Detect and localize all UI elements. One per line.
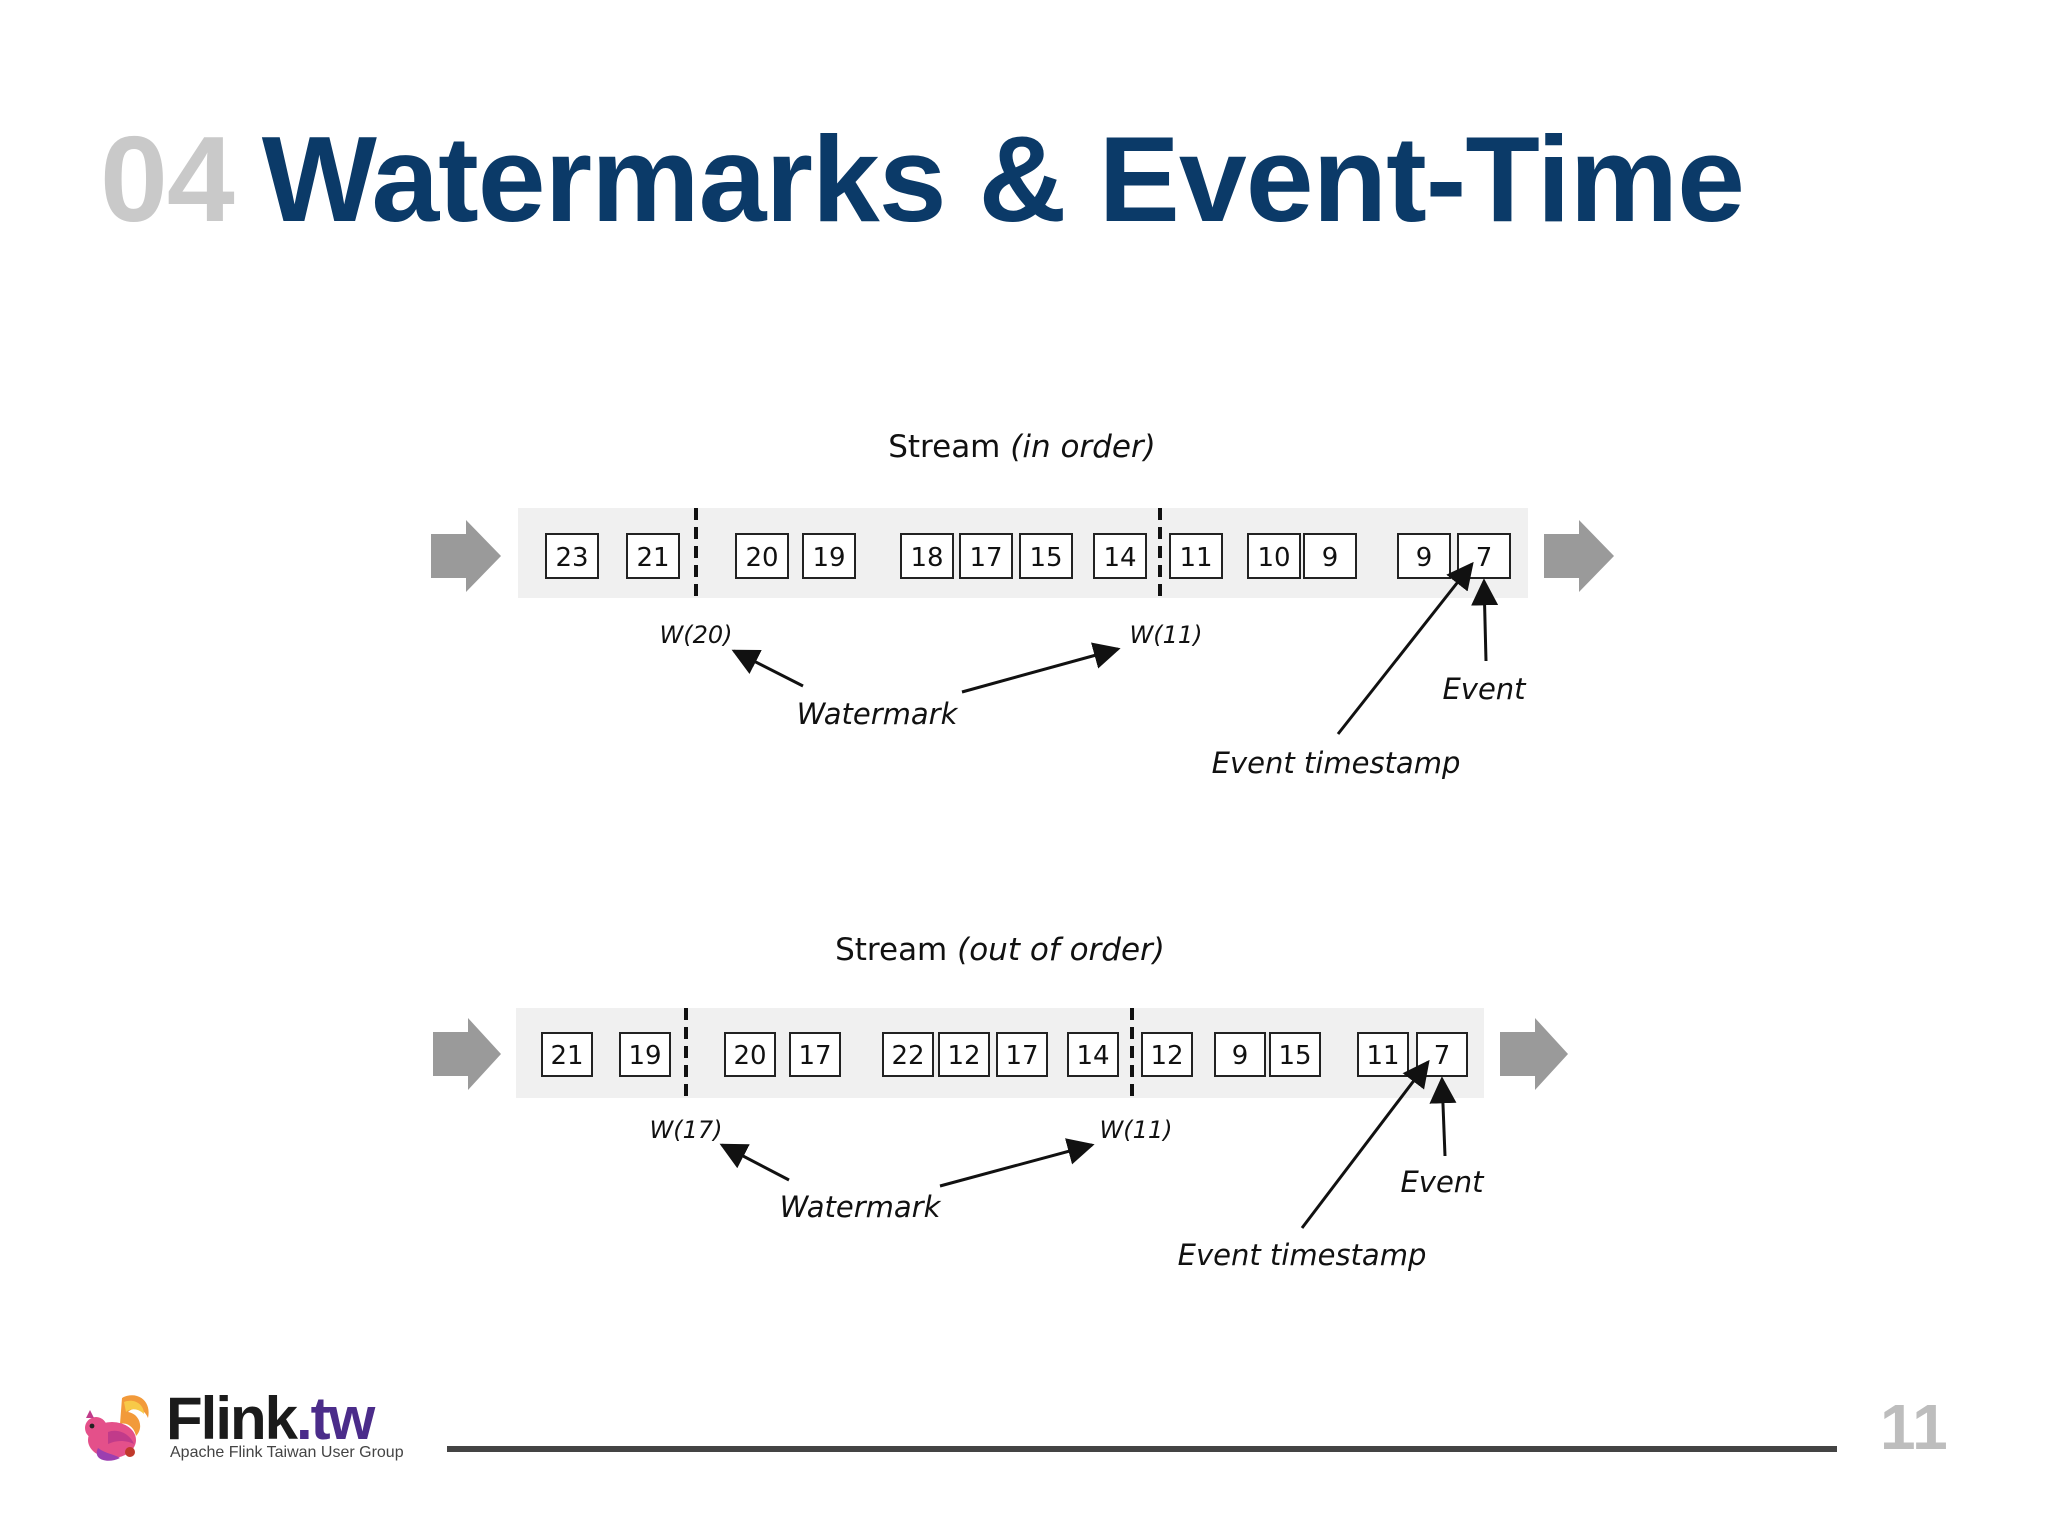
- watermark-label: W(17): [650, 1116, 723, 1144]
- footer-divider: [447, 1446, 1837, 1452]
- svg-text:20: 20: [745, 543, 778, 573]
- svg-text:14: 14: [1103, 543, 1136, 573]
- stream-title: Stream (in order): [888, 429, 1156, 465]
- event-box: 9: [1303, 533, 1357, 579]
- flink-tw-logo: Flink.tw Apache Flink Taiwan User Group: [78, 1385, 408, 1470]
- svg-text:23: 23: [555, 543, 588, 573]
- timestamp-arrow: [1336, 561, 1474, 735]
- flow-in-arrow-icon: [433, 1018, 501, 1090]
- svg-text:9: 9: [1322, 543, 1339, 573]
- event-box: 17: [959, 533, 1013, 579]
- logo-subtitle: Apache Flink Taiwan User Group: [170, 1444, 404, 1461]
- event-box: 11: [1357, 1032, 1409, 1077]
- watermark-annotation: Watermark: [797, 697, 959, 731]
- event-box: 21: [541, 1032, 593, 1077]
- event-arrow: [1471, 578, 1499, 662]
- slide-heading: Watermarks & Event-Time: [261, 111, 1745, 247]
- svg-text:21: 21: [636, 543, 669, 573]
- event-box: 19: [619, 1032, 671, 1077]
- event-box: 17: [996, 1032, 1048, 1077]
- event-box: 9: [1397, 533, 1451, 579]
- svg-text:10: 10: [1257, 543, 1290, 573]
- timestamp-arrow: [1300, 1059, 1430, 1229]
- watermark-label: W(20): [660, 621, 733, 649]
- watermark-label: W(11): [1130, 621, 1203, 649]
- svg-text:11: 11: [1366, 1041, 1399, 1071]
- flow-out-arrow-icon: [1500, 1018, 1568, 1090]
- svg-text:17: 17: [1005, 1041, 1038, 1071]
- event-box: 14: [1093, 533, 1147, 579]
- event-box: 12: [1141, 1032, 1193, 1077]
- svg-text:17: 17: [798, 1041, 831, 1071]
- svg-text:17: 17: [969, 543, 1002, 573]
- event-box: 19: [802, 533, 856, 579]
- event-box: 17: [789, 1032, 841, 1077]
- event-box: 20: [735, 533, 789, 579]
- squirrel-logo-icon: [85, 1395, 149, 1461]
- event-box: 14: [1067, 1032, 1119, 1077]
- event-annotation: Event: [1442, 672, 1527, 706]
- flow-in-arrow-icon: [431, 520, 501, 592]
- event-box: 15: [1269, 1032, 1321, 1077]
- event-box: 11: [1169, 533, 1223, 579]
- svg-text:12: 12: [1150, 1041, 1183, 1071]
- event-box: 9: [1214, 1032, 1266, 1077]
- stream-diagram-in-order: Stream (in order) 23 21 W(20) 20 19 18 1…: [431, 429, 1614, 780]
- svg-text:15: 15: [1278, 1041, 1311, 1071]
- svg-text:21: 21: [550, 1041, 583, 1071]
- page-number: 11: [1880, 1391, 1948, 1463]
- watermark-annotation: Watermark: [780, 1190, 942, 1224]
- event-box: 21: [626, 533, 680, 579]
- svg-text:18: 18: [910, 543, 943, 573]
- watermark-arrow-left: [719, 1143, 790, 1182]
- event-box: 15: [1019, 533, 1073, 579]
- section-number: 04: [100, 111, 235, 247]
- timestamp-annotation: Event timestamp: [1178, 1238, 1427, 1272]
- stream-title: Stream (out of order): [835, 932, 1165, 968]
- svg-text:14: 14: [1076, 1041, 1109, 1071]
- watermark-arrow-left: [731, 649, 804, 688]
- svg-text:7: 7: [1434, 1041, 1451, 1071]
- event-box: 10: [1247, 533, 1301, 579]
- event-box: 18: [900, 533, 954, 579]
- watermark-label: W(11): [1100, 1116, 1173, 1144]
- event-box: 22: [882, 1032, 934, 1077]
- event-annotation: Event: [1400, 1165, 1485, 1199]
- event-box: 23: [545, 533, 599, 579]
- svg-text:9: 9: [1416, 543, 1433, 573]
- watermark-arrow-right: [961, 642, 1121, 694]
- stream-diagram-out-of-order: Stream (out of order) 21 19 W(17) 20 17 …: [433, 932, 1568, 1272]
- svg-text:15: 15: [1029, 543, 1062, 573]
- flow-out-arrow-icon: [1544, 520, 1614, 592]
- event-arrow: [1429, 1076, 1457, 1157]
- watermark-arrow-right: [939, 1138, 1095, 1188]
- timestamp-annotation: Event timestamp: [1212, 746, 1461, 780]
- event-box: 12: [938, 1032, 990, 1077]
- svg-text:7: 7: [1476, 543, 1493, 573]
- svg-text:9: 9: [1232, 1041, 1249, 1071]
- event-box: 20: [724, 1032, 776, 1077]
- svg-text:20: 20: [733, 1041, 766, 1071]
- svg-text:11: 11: [1179, 543, 1212, 573]
- svg-text:12: 12: [947, 1041, 980, 1071]
- logo-wordmark: Flink.tw: [166, 1385, 375, 1452]
- svg-text:19: 19: [628, 1041, 661, 1071]
- event-box: 7: [1416, 1032, 1468, 1077]
- svg-text:19: 19: [812, 543, 845, 573]
- svg-text:22: 22: [891, 1041, 924, 1071]
